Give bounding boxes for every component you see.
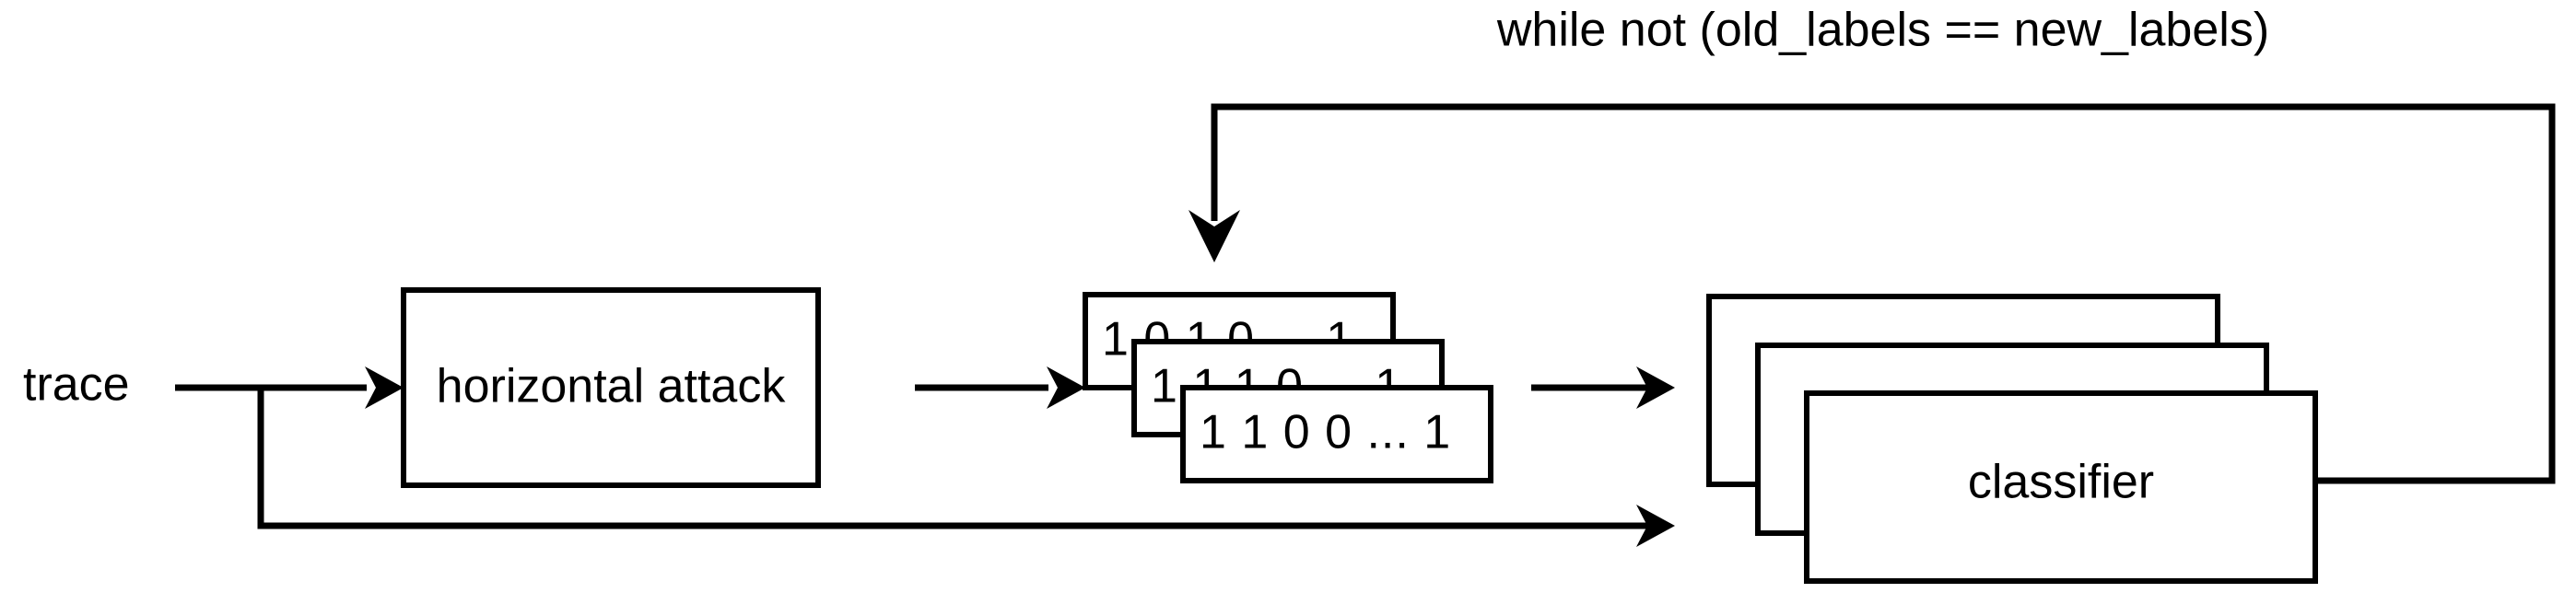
bitstring-front[interactable]: 1 1 0 0 ... 1 bbox=[1180, 385, 1493, 483]
trace-to-attack-edge bbox=[175, 366, 404, 409]
loop-condition-label: while not (old_labels == new_labels) bbox=[1496, 4, 2269, 57]
node-horizontal-attack[interactable]: horizontal attack bbox=[401, 287, 821, 488]
bitstring-stack: 1 0 1 0 ... 1 1 1 1 0 ... 1 1 1 0 0 ... … bbox=[1083, 292, 1493, 483]
bitstrings-to-classifier-arrowhead bbox=[1636, 366, 1675, 409]
attack-to-bitstrings-arrowhead bbox=[1047, 366, 1085, 409]
horizontal-attack-label: horizontal attack bbox=[437, 360, 787, 413]
classifier-feedback-loop bbox=[1188, 103, 2556, 484]
trace-to-classifier-edge bbox=[257, 388, 1675, 547]
feedback-loop-path bbox=[1211, 103, 2556, 484]
classifier-label: classifier bbox=[1968, 456, 2154, 509]
trace-bypass-line bbox=[257, 388, 1657, 529]
bitstring-front-label: 1 1 0 0 ... 1 bbox=[1200, 406, 1451, 459]
classifier-front-box[interactable] bbox=[1804, 390, 2318, 584]
horizontal-attack-box[interactable] bbox=[401, 287, 821, 488]
node-classifier[interactable]: classifier bbox=[1706, 294, 2318, 584]
bitstrings-to-classifier-edge bbox=[1531, 366, 1675, 409]
feedback-loop-arrowhead bbox=[1188, 210, 1240, 262]
bitstring-front-box[interactable] bbox=[1180, 385, 1493, 483]
trace-to-classifier-arrowhead bbox=[1636, 505, 1675, 547]
attack-to-bitstrings-edge bbox=[915, 366, 1085, 409]
trace-input-label: trace bbox=[23, 358, 130, 412]
trace-to-attack-arrowhead bbox=[365, 366, 404, 409]
